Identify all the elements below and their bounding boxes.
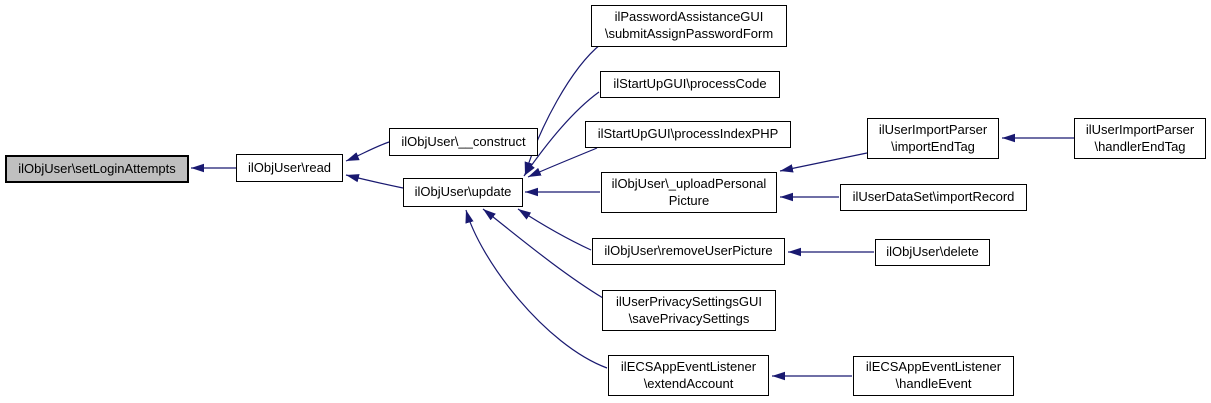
node-label: ilUserPrivacySettingsGUI bbox=[616, 293, 762, 309]
node-label: ilUserImportParser bbox=[878, 121, 988, 137]
node-label: ilObjUser\update bbox=[414, 184, 512, 200]
node-label: \savePrivacySettings bbox=[628, 310, 750, 326]
node-ilobjuser-setloginattempts: ilObjUser\setLoginAttempts bbox=[5, 155, 189, 183]
node-ilobjuser-uploadpersonalpicture[interactable]: ilObjUser\_uploadPersonal Picture bbox=[601, 172, 777, 213]
node-label: ilObjUser\setLoginAttempts bbox=[18, 160, 176, 176]
node-label: ilUserImportParser bbox=[1085, 121, 1195, 137]
node-ilstartupgui-processindexphp[interactable]: ilStartUpGUI\processIndexPHP bbox=[585, 121, 791, 148]
node-label: ilUserDataSet\importRecord bbox=[852, 189, 1015, 205]
node-label: ilStartUpGUI\processIndexPHP bbox=[597, 126, 779, 142]
node-label: ilStartUpGUI\processCode bbox=[613, 76, 767, 92]
edge-construct-to-read bbox=[345, 141, 390, 162]
node-ilobjuser-removeuserpicture[interactable]: ilObjUser\removeUserPicture bbox=[592, 238, 785, 265]
edge-processcode-to-update bbox=[523, 91, 600, 177]
edge-submitassignpasswordform-to-update bbox=[524, 43, 602, 176]
node-label: ilECSAppEventListener bbox=[620, 358, 757, 374]
node-label: ilObjUser\__construct bbox=[401, 133, 526, 149]
node-ilobjuser-delete[interactable]: ilObjUser\delete bbox=[875, 239, 990, 266]
node-label: \importEndTag bbox=[891, 138, 975, 154]
node-label: ilObjUser\_uploadPersonal bbox=[611, 175, 767, 191]
edge-removeuserpicture-to-update bbox=[517, 208, 592, 251]
node-label: \extendAccount bbox=[643, 375, 734, 391]
node-label: ilObjUser\read bbox=[247, 159, 332, 175]
node-label: ilObjUser\removeUserPicture bbox=[604, 243, 773, 259]
node-ilpasswordassistancegui-submitassignpasswordform[interactable]: ilPasswordAssistanceGUI \submitAssignPas… bbox=[591, 5, 787, 47]
node-label: \handleEvent bbox=[895, 376, 972, 391]
edge-processindexphp-to-update bbox=[527, 147, 598, 178]
node-ilobjuser-update[interactable]: ilObjUser\update bbox=[403, 178, 523, 207]
edge-update-to-read bbox=[345, 174, 404, 189]
edge-saveprivacysettings-to-update bbox=[482, 208, 604, 299]
node-iluserprivacysettingsgui-saveprivacysettings[interactable]: ilUserPrivacySettingsGUI \savePrivacySet… bbox=[602, 290, 776, 331]
node-ilecsappeventlistener-extendaccount[interactable]: ilECSAppEventListener \extendAccount bbox=[608, 355, 769, 396]
node-ilobjuser-read[interactable]: ilObjUser\read bbox=[236, 154, 343, 182]
node-label: ilECSAppEventListener bbox=[865, 359, 1002, 375]
node-label: \handlerEndTag bbox=[1094, 138, 1186, 154]
node-label: Picture bbox=[668, 192, 710, 208]
node-ilobjuser-construct[interactable]: ilObjUser\__construct bbox=[389, 128, 538, 156]
node-label: ilPasswordAssistanceGUI bbox=[614, 9, 764, 25]
node-ilstartupgui-processcode[interactable]: ilStartUpGUI\processCode bbox=[600, 71, 780, 98]
node-iluserimportparser-importendtag[interactable]: ilUserImportParser \importEndTag bbox=[867, 118, 999, 159]
node-label: \submitAssignPasswordForm bbox=[604, 26, 774, 41]
node-ilecsappeventlistener-handleevent[interactable]: ilECSAppEventListener \handleEvent bbox=[853, 356, 1014, 396]
node-iluserimportparser-handlerendtag[interactable]: ilUserImportParser \handlerEndTag bbox=[1074, 118, 1206, 159]
node-iluserdataset-importrecord[interactable]: ilUserDataSet\importRecord bbox=[840, 184, 1027, 211]
node-label: ilObjUser\delete bbox=[886, 244, 979, 260]
edge-extendaccount-to-update bbox=[465, 209, 608, 369]
edge-importendtag-to-uploadpersonalpicture bbox=[779, 152, 868, 173]
